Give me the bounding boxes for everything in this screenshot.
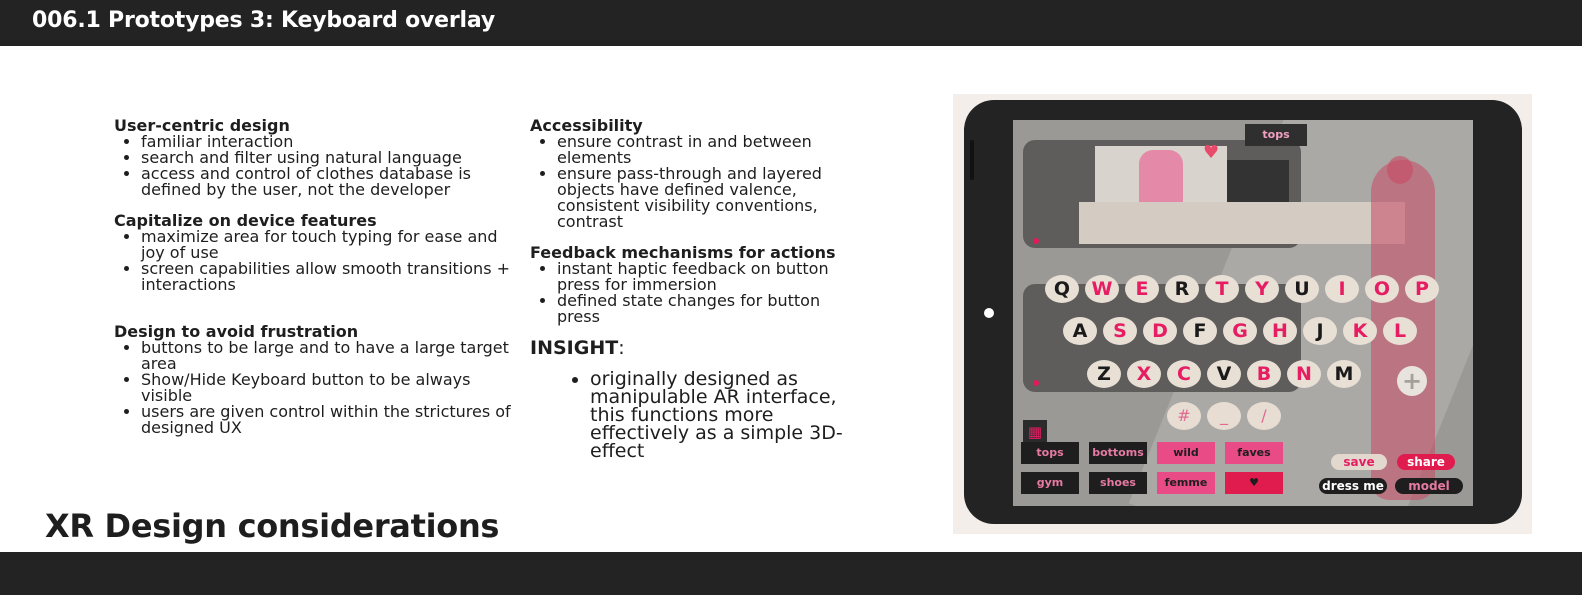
slide-title: 006.1 Prototypes 3: Keyboard overlay bbox=[32, 8, 495, 33]
heading-device-features: Capitalize on device features bbox=[114, 211, 377, 230]
key-k[interactable]: K bbox=[1343, 317, 1377, 345]
key-f[interactable]: F bbox=[1183, 317, 1217, 345]
category-shoes[interactable]: shoes bbox=[1089, 472, 1147, 494]
key-w[interactable]: W bbox=[1085, 275, 1119, 303]
list-item: familiar interaction bbox=[141, 134, 514, 150]
indicator-dot bbox=[1033, 238, 1039, 244]
share-button[interactable]: share bbox=[1397, 454, 1455, 470]
tablet-screen: ♥ tops Q W E R T Y U I O P A S D F G H J… bbox=[1013, 120, 1473, 506]
list-item: maximize area for touch typing for ease … bbox=[141, 229, 514, 261]
insight-text: originally designed as manipulable AR in… bbox=[590, 370, 860, 461]
list-item: Show/Hide Keyboard button to be always v… bbox=[141, 372, 514, 404]
bottom-bar bbox=[0, 552, 1582, 595]
save-button[interactable]: save bbox=[1331, 454, 1387, 470]
list-feedback: instant haptic feedback on button press … bbox=[530, 261, 860, 325]
list-item: instant haptic feedback on button press … bbox=[557, 261, 860, 293]
key-z[interactable]: Z bbox=[1087, 360, 1121, 388]
keyboard-toggle-icon[interactable]: ▦ bbox=[1023, 420, 1047, 444]
key-b[interactable]: B bbox=[1247, 360, 1281, 388]
insight-colon: : bbox=[618, 337, 625, 359]
tablet-camera bbox=[984, 308, 994, 318]
key-j[interactable]: J bbox=[1303, 317, 1337, 345]
key-r[interactable]: R bbox=[1165, 275, 1199, 303]
category-wild[interactable]: wild bbox=[1157, 442, 1215, 464]
dress-me-button[interactable]: dress me bbox=[1319, 478, 1387, 494]
key-h[interactable]: H bbox=[1263, 317, 1297, 345]
key-y[interactable]: Y bbox=[1245, 275, 1279, 303]
right-column: Accessibility ensure contrast in and bet… bbox=[530, 118, 860, 475]
add-icon[interactable]: + bbox=[1397, 366, 1427, 396]
tops-tag: tops bbox=[1245, 124, 1307, 146]
key-n[interactable]: N bbox=[1287, 360, 1321, 388]
key-t[interactable]: T bbox=[1205, 275, 1239, 303]
favorite-heart-icon[interactable]: ♥ bbox=[1203, 142, 1220, 163]
key-i[interactable]: I bbox=[1325, 275, 1359, 303]
search-bar[interactable] bbox=[1079, 202, 1405, 244]
footer-title: XR Design considerations bbox=[45, 507, 500, 545]
indicator-dot bbox=[1033, 380, 1039, 386]
key-x[interactable]: X bbox=[1127, 360, 1161, 388]
insight-list: originally designed as manipulable AR in… bbox=[530, 370, 860, 461]
left-column: User-centric design familiar interaction… bbox=[114, 118, 514, 451]
list-item: ensure pass-through and layered objects … bbox=[557, 166, 860, 230]
insight-heading: INSIGHT: bbox=[530, 337, 860, 359]
tablet-frame: ♥ tops Q W E R T Y U I O P A S D F G H J… bbox=[964, 100, 1522, 524]
list-item: users are given control within the stric… bbox=[141, 404, 514, 436]
key-hash[interactable]: # bbox=[1167, 402, 1201, 430]
list-item: ensure contrast in and between elements bbox=[557, 134, 860, 166]
heading-accessibility: Accessibility bbox=[530, 116, 643, 135]
category-faves[interactable]: faves bbox=[1225, 442, 1283, 464]
title-bar: 006.1 Prototypes 3: Keyboard overlay bbox=[0, 0, 1582, 46]
key-m[interactable]: M bbox=[1327, 360, 1361, 388]
list-item: search and filter using natural language bbox=[141, 150, 514, 166]
list-item: screen capabilities allow smooth transit… bbox=[141, 261, 514, 293]
heading-user-centric: User-centric design bbox=[114, 116, 290, 135]
key-d[interactable]: D bbox=[1143, 317, 1177, 345]
insight-label: INSIGHT bbox=[530, 337, 619, 359]
list-item: buttons to be large and to have a large … bbox=[141, 340, 514, 372]
tablet-side-button bbox=[970, 140, 974, 180]
heading-feedback: Feedback mechanisms for actions bbox=[530, 243, 836, 262]
key-g[interactable]: G bbox=[1223, 317, 1257, 345]
key-v[interactable]: V bbox=[1207, 360, 1241, 388]
key-underscore[interactable]: _ bbox=[1207, 402, 1241, 430]
list-avoid-frustration: buttons to be large and to have a large … bbox=[114, 340, 514, 436]
category-tops[interactable]: tops bbox=[1021, 442, 1079, 464]
list-device-features: maximize area for touch typing for ease … bbox=[114, 229, 514, 293]
key-p[interactable]: P bbox=[1405, 275, 1439, 303]
key-u[interactable]: U bbox=[1285, 275, 1319, 303]
category-heart-icon[interactable]: ♥ bbox=[1225, 472, 1283, 494]
key-slash[interactable]: / bbox=[1247, 402, 1281, 430]
key-q[interactable]: Q bbox=[1045, 275, 1079, 303]
list-user-centric: familiar interaction search and filter u… bbox=[114, 134, 514, 198]
list-accessibility: ensure contrast in and between elements … bbox=[530, 134, 860, 230]
category-femme[interactable]: femme bbox=[1157, 472, 1215, 494]
list-item: access and control of clothes database i… bbox=[141, 166, 514, 198]
key-a[interactable]: A bbox=[1063, 317, 1097, 345]
key-e[interactable]: E bbox=[1125, 275, 1159, 303]
list-item: defined state changes for button press bbox=[557, 293, 860, 325]
category-bottoms[interactable]: bottoms bbox=[1089, 442, 1147, 464]
category-gym[interactable]: gym bbox=[1021, 472, 1079, 494]
key-o[interactable]: O bbox=[1365, 275, 1399, 303]
key-l[interactable]: L bbox=[1383, 317, 1417, 345]
key-s[interactable]: S bbox=[1103, 317, 1137, 345]
tablet-mockup: ♥ tops Q W E R T Y U I O P A S D F G H J… bbox=[953, 94, 1532, 534]
heading-avoid-frustration: Design to avoid frustration bbox=[114, 322, 359, 341]
model-button[interactable]: model bbox=[1395, 478, 1463, 494]
pink-sweater-image bbox=[1139, 150, 1183, 210]
key-c[interactable]: C bbox=[1167, 360, 1201, 388]
